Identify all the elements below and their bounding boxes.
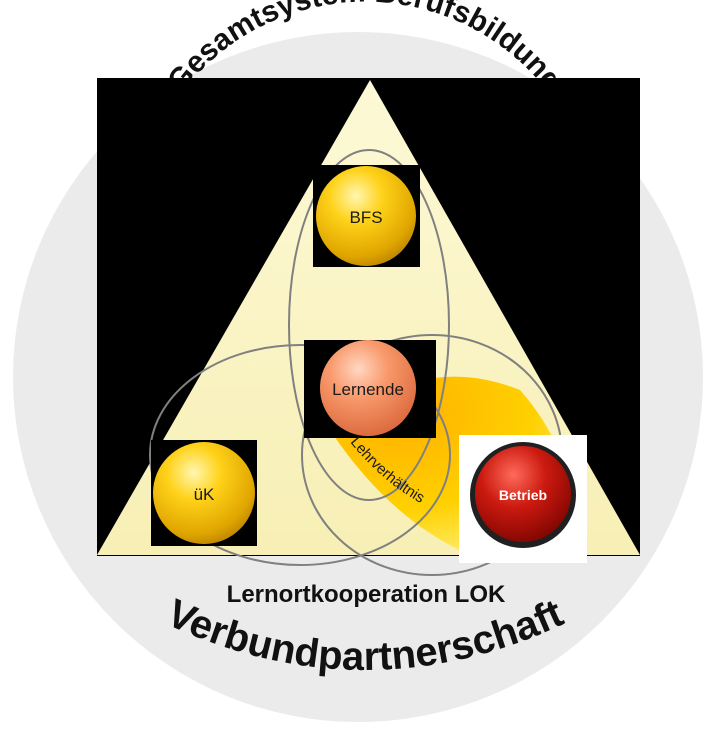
betrieb-node-ball <box>475 446 571 542</box>
lernende-label: Lernende <box>332 380 404 399</box>
bfs-label: BFS <box>349 208 382 227</box>
lok-subtitle: Lernortkooperation LOK <box>227 581 506 608</box>
uek-label: üK <box>194 485 215 504</box>
bfs-node <box>316 166 416 266</box>
left-ellipse <box>149 344 451 566</box>
betrieb-label: Betrieb <box>499 487 547 503</box>
lernende-node <box>320 340 416 436</box>
upper-ellipse <box>288 149 450 501</box>
uek-node <box>153 442 255 544</box>
